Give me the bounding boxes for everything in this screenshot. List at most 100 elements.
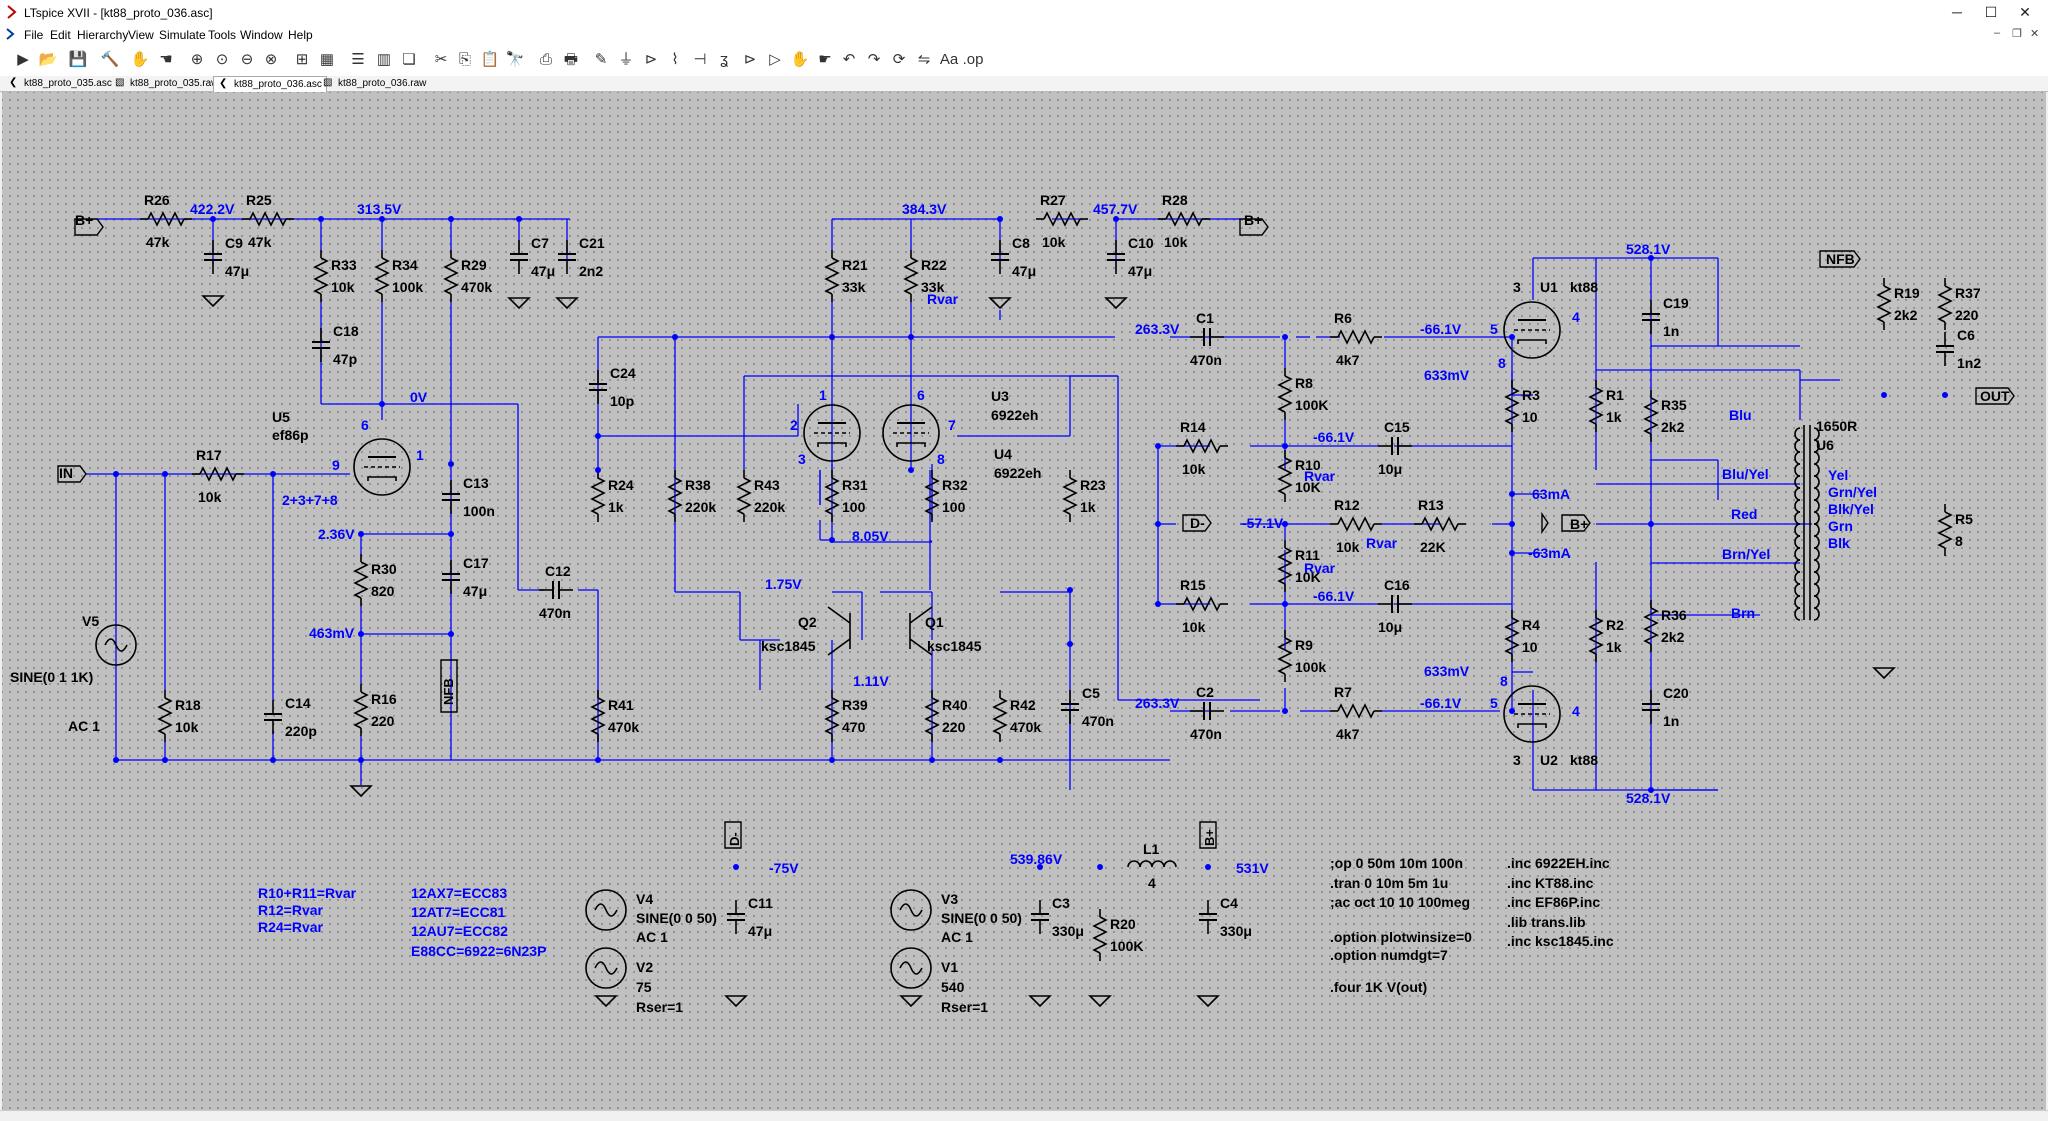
zoom-fit-icon[interactable]: ⊗: [264, 51, 278, 68]
run-icon[interactable]: ▶: [17, 51, 29, 68]
transistor-q2[interactable]: [827, 606, 851, 656]
resistor-r7[interactable]: [1329, 704, 1383, 718]
resistor-r13[interactable]: [1413, 517, 1467, 531]
resistor-r38[interactable]: [668, 469, 682, 523]
copy-icon[interactable]: ⎘: [458, 51, 471, 68]
voltage-source-v1[interactable]: [890, 947, 932, 989]
inductor-icon[interactable]: ʓ: [719, 51, 729, 68]
menu-hierarchy[interactable]: Hierarchy: [77, 28, 129, 42]
capacitor-c6[interactable]: [1935, 331, 1955, 367]
resistor-r5[interactable]: [1938, 503, 1952, 557]
text-icon[interactable]: Aa: [939, 51, 959, 68]
resistor-r26[interactable]: [139, 212, 193, 226]
capacitor-c7[interactable]: [509, 239, 529, 275]
resistor-r4[interactable]: [1505, 609, 1519, 663]
undo-icon[interactable]: ↶: [842, 51, 856, 68]
cut-icon[interactable]: ✂: [434, 51, 448, 68]
capacitor-c14[interactable]: [263, 699, 283, 735]
menu-help[interactable]: Help: [288, 28, 313, 42]
resistor-r37[interactable]: [1938, 277, 1952, 331]
resistor-r10[interactable]: [1278, 449, 1292, 503]
rotate-icon[interactable]: ⟳: [892, 51, 906, 68]
mirror-icon[interactable]: ⇋: [917, 51, 931, 68]
resistor-icon[interactable]: ⌇: [671, 51, 679, 68]
redo-icon[interactable]: ↷: [867, 51, 881, 68]
resistor-r30[interactable]: [354, 553, 368, 607]
resistor-r28[interactable]: [1157, 212, 1211, 226]
tile-vertical-icon[interactable]: ▥: [376, 51, 392, 68]
resistor-r3[interactable]: [1505, 379, 1519, 433]
resistor-r33[interactable]: [314, 249, 328, 303]
voltage-source-v2[interactable]: [585, 947, 627, 989]
inductor-l1[interactable]: [1127, 860, 1177, 868]
grid-icon[interactable]: ▦: [319, 51, 335, 68]
tab-kt88-proto-036-raw[interactable]: ▧kt88_proto_036.raw: [323, 77, 427, 90]
menu-window[interactable]: Window: [240, 28, 283, 42]
print-preview-icon[interactable]: 🖶: [563, 51, 579, 68]
resistor-r23[interactable]: [1063, 469, 1077, 523]
resistor-r14[interactable]: [1175, 439, 1229, 453]
paste-icon[interactable]: 📋: [480, 51, 500, 68]
resistor-r41[interactable]: [591, 689, 605, 743]
find-icon[interactable]: 🔭: [505, 51, 525, 68]
capacitor-icon[interactable]: ⊣: [693, 51, 707, 68]
resistor-r40[interactable]: [925, 689, 939, 743]
resistor-r42[interactable]: [993, 689, 1007, 743]
resistor-r21[interactable]: [825, 249, 839, 303]
halt-icon[interactable]: ✋: [130, 51, 150, 68]
tube-u5[interactable]: [353, 438, 411, 496]
mdi-minimize-icon[interactable]: –: [1994, 27, 2001, 39]
spice-directive-icon[interactable]: .op: [962, 51, 984, 68]
close-button[interactable]: ✕: [2019, 4, 2031, 20]
component-icon[interactable]: ▷: [769, 51, 781, 68]
tab-kt88-proto-036-asc[interactable]: ❮kt88_proto_036.asc: [213, 76, 327, 92]
resistor-r39[interactable]: [825, 689, 839, 743]
resistor-r11[interactable]: [1278, 539, 1292, 593]
net-label-icon[interactable]: ⊳: [644, 51, 658, 68]
resistor-r27[interactable]: [1035, 212, 1089, 226]
transistor-q1[interactable]: [909, 606, 933, 656]
resistor-r12[interactable]: [1329, 517, 1383, 531]
save-icon[interactable]: 💾: [68, 51, 88, 68]
menu-simulate[interactable]: Simulate: [159, 28, 206, 42]
wire-icon[interactable]: ✎: [594, 51, 608, 68]
resistor-r15[interactable]: [1175, 597, 1229, 611]
menu-file[interactable]: File: [24, 28, 44, 42]
resistor-r43[interactable]: [737, 469, 751, 523]
transformer-u6[interactable]: [1794, 425, 1820, 621]
voltage-source-v4[interactable]: [585, 889, 627, 931]
tab-kt88-proto-035-raw[interactable]: ▧kt88_proto_035.raw: [115, 77, 219, 90]
drag-icon[interactable]: ☛: [818, 51, 832, 68]
minimize-button[interactable]: ─: [1952, 4, 1962, 20]
resistor-r34[interactable]: [375, 249, 389, 303]
print-icon[interactable]: ⎙: [539, 51, 552, 68]
resistor-r18[interactable]: [158, 689, 172, 743]
menu-tools[interactable]: Tools: [208, 28, 237, 42]
resistor-r32[interactable]: [925, 469, 939, 523]
mdi-restore-icon[interactable]: ❐: [2012, 28, 2022, 40]
move-icon[interactable]: ✋: [790, 51, 810, 68]
menu-edit[interactable]: Edit: [50, 28, 71, 42]
capacitor-c3[interactable]: [1030, 899, 1050, 935]
resistor-r16[interactable]: [354, 683, 368, 737]
resistor-r2[interactable]: [1589, 609, 1603, 663]
tile-horizontal-icon[interactable]: ☰: [351, 51, 365, 68]
schematic-drawing[interactable]: R3310kR34100kR29470kR30820R16220R1810kR2…: [2, 92, 2046, 1110]
resistor-r17[interactable]: [191, 467, 245, 481]
resistor-r36[interactable]: [1644, 599, 1658, 653]
resistor-r20[interactable]: [1093, 908, 1107, 962]
pan-hand-icon[interactable]: ☚: [159, 51, 173, 68]
zoom-out-icon[interactable]: ⊖: [240, 51, 254, 68]
resistor-r22[interactable]: [904, 249, 918, 303]
resistor-r29[interactable]: [444, 249, 458, 303]
autorange-icon[interactable]: ⊞: [295, 51, 309, 68]
resistor-r25[interactable]: [241, 212, 295, 226]
ground-icon[interactable]: ⏚: [618, 51, 634, 68]
cascade-icon[interactable]: ❏: [402, 51, 416, 68]
zoom-in-icon[interactable]: ⊕: [190, 51, 204, 68]
open-icon[interactable]: 📂: [38, 51, 58, 68]
tube-u2[interactable]: [1503, 685, 1561, 743]
zoom-pan-icon[interactable]: ⊙: [215, 51, 229, 68]
resistor-r1[interactable]: [1589, 379, 1603, 433]
resistor-r6[interactable]: [1329, 330, 1383, 344]
